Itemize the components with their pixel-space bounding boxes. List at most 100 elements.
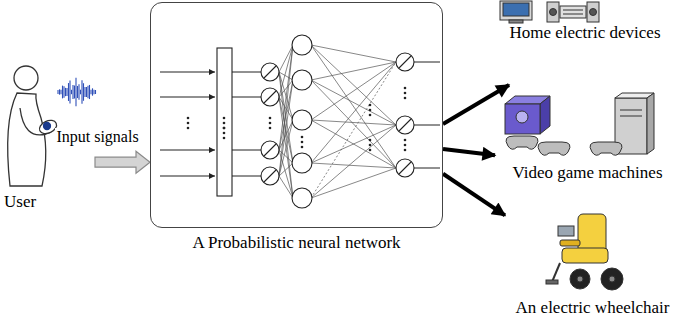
drawing-stroke [396, 159, 414, 177]
node-label: User [4, 192, 36, 212]
drawing-stroke [86, 87, 87, 97]
drawing-stroke [414, 125, 440, 126]
drawing-stroke [647, 93, 654, 154]
drawing-stroke [87, 86, 88, 98]
drawing-stroke [292, 188, 312, 208]
drawing-stroke [500, 1, 532, 20]
drawing-stroke [279, 80, 293, 176]
drawing-stroke [279, 80, 293, 150]
drawing-stroke [232, 97, 261, 98]
drawing-stroke [369, 109, 372, 112]
drawing-stroke [414, 62, 440, 63]
drawing-stroke [301, 146, 304, 149]
drawing-stroke [601, 268, 623, 290]
drawing-stroke [264, 144, 276, 156]
network-box: A Probabilistic neural network [150, 2, 443, 228]
drawing-stroke [269, 117, 272, 120]
drawing-stroke [547, 2, 559, 22]
drawing-stroke [292, 153, 312, 173]
drawing-stroke [261, 63, 279, 81]
drawing-stroke [560, 6, 586, 18]
drawing-stroke [80, 90, 81, 95]
drawing-stroke [550, 9, 557, 16]
drawing-stroke [279, 45, 293, 176]
network-graph [160, 35, 440, 208]
drawing-stroke [44, 123, 51, 130]
drawing-stroke [404, 149, 407, 152]
home-devices-icon [500, 1, 599, 23]
drawing-stroke [620, 116, 642, 117]
output-arrow [443, 174, 505, 216]
drawing-stroke [232, 72, 261, 73]
drawing-stroke [261, 88, 279, 106]
drawing-stroke [77, 86, 78, 98]
drawing-stroke [223, 132, 226, 135]
drawing-stroke [8, 93, 46, 186]
drawing-stroke [292, 110, 312, 130]
drawing-stroke [269, 122, 272, 125]
drawing-stroke [301, 141, 304, 144]
drawing-stroke [369, 144, 372, 147]
drawing-stroke [279, 120, 293, 176]
caption-label: A Probabilistic neural network [192, 233, 400, 253]
drawing-stroke [187, 122, 190, 125]
device-group: Home electric devices [490, 0, 680, 85]
drawing-stroke [311, 62, 396, 163]
drawing-stroke [217, 48, 232, 196]
drawing-stroke [620, 110, 642, 111]
drawing-stroke [81, 80, 82, 103]
drawing-stroke [506, 136, 538, 149]
drawing-stroke [83, 83, 84, 101]
drawing-stroke [563, 14, 583, 15]
drawing-stroke [404, 87, 407, 90]
drawing-stroke [404, 97, 407, 100]
drawing-stroke [538, 142, 570, 155]
drawing-stroke [232, 176, 261, 177]
drawing-stroke [369, 149, 372, 152]
drawing-stroke [311, 62, 396, 198]
drawing-stroke [503, 3, 529, 16]
drawing-stroke [65, 88, 66, 96]
drawing-stroke [570, 269, 590, 289]
drawing-stroke [311, 163, 396, 168]
drawing-stroke [311, 120, 396, 168]
drawing-stroke [399, 119, 411, 131]
wheelchair-icon [546, 214, 623, 290]
drawing-stroke [609, 276, 615, 282]
drawing-stroke [63, 86, 64, 98]
drawing-stroke [540, 96, 550, 134]
drawing-stroke [60, 90, 61, 95]
drawing-stroke [89, 85, 90, 99]
drawing-stroke [66, 88, 67, 96]
drawing-stroke [68, 83, 69, 101]
drawing-stroke [311, 80, 396, 125]
drawing-stroke [516, 111, 528, 123]
drawing-stroke [57, 90, 58, 94]
drawing-stroke [279, 120, 293, 150]
drawing-stroke [301, 136, 304, 139]
drawing-stroke [261, 141, 279, 159]
drawing-stroke [279, 45, 293, 150]
drawing-stroke [69, 81, 70, 104]
drawing-stroke [223, 127, 226, 130]
device-group: An electric wheelchair [505, 205, 680, 320]
drawing-stroke [187, 117, 190, 120]
drawing-stroke [396, 53, 414, 71]
output-arrow [443, 85, 509, 124]
node-label: An electric wheelchair [516, 298, 670, 318]
drawing-stroke [311, 168, 396, 198]
drawing-stroke [562, 248, 608, 263]
drawing-stroke [404, 144, 407, 147]
drawing-stroke [404, 92, 407, 95]
node-label: Video game machines [512, 163, 662, 183]
drawing-stroke [62, 86, 63, 99]
drawing-stroke [160, 175, 215, 176]
drawing-stroke [311, 45, 396, 168]
drawing-stroke [590, 142, 622, 155]
drawing-stroke [563, 10, 583, 11]
drawing-stroke [223, 122, 226, 125]
drawing-stroke [399, 162, 411, 174]
drawing-stroke [558, 226, 574, 236]
drawing-stroke [369, 104, 372, 107]
